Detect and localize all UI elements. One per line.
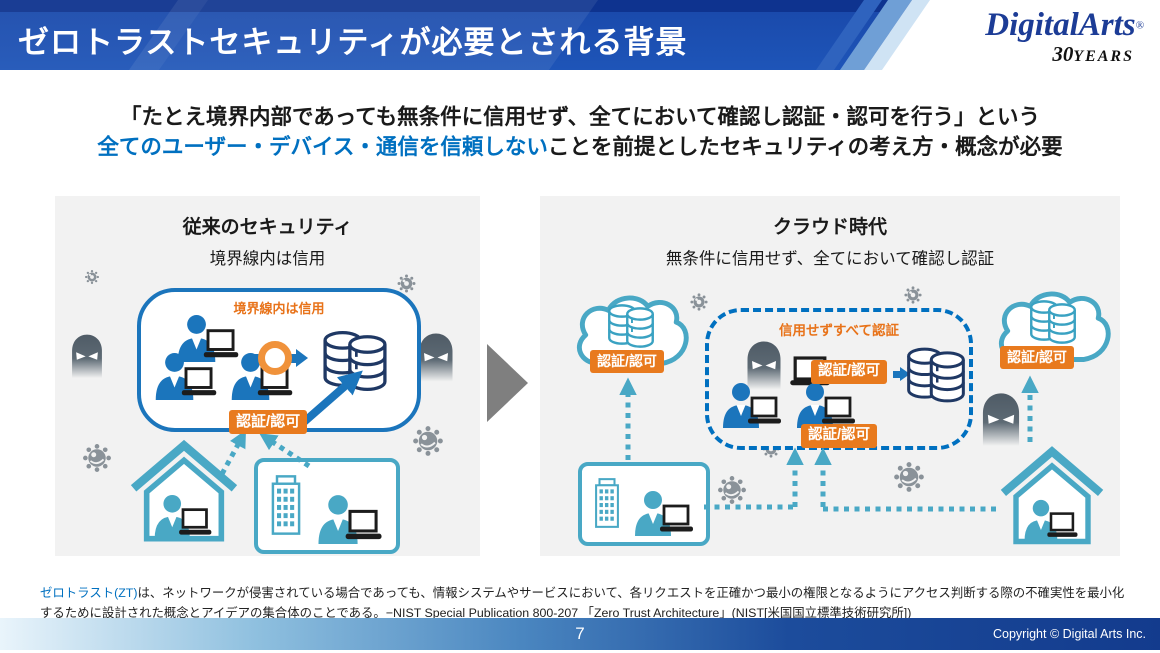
auth-label: 認証/認可 <box>811 360 888 384</box>
user-laptop-icon <box>1022 499 1080 541</box>
zero-trust-zone-box: 信用せずすべて認証 認証/認可 認証/認可 <box>705 308 973 450</box>
user-laptop-icon <box>153 352 219 400</box>
left-panel-title: 従来のセキュリティ <box>182 217 353 238</box>
footnote-term: ゼロトラスト(ZT) <box>40 586 138 601</box>
zone-note: 信用せずすべて認証 <box>778 323 899 338</box>
virus-icon <box>892 460 926 494</box>
logo-brand-text: DigitalArts <box>985 7 1136 43</box>
office-location <box>578 462 710 546</box>
home-location <box>128 436 240 548</box>
database-icon <box>311 328 399 394</box>
gear-icon <box>83 268 101 286</box>
user-laptop-icon <box>795 382 857 428</box>
database-icon <box>601 302 661 350</box>
header-bar: DigitalArts® 30YEARS ゼロトラストセキュリティが必要とされる… <box>0 0 1160 70</box>
registered-mark: ® <box>1135 19 1144 32</box>
virus-icon <box>716 474 748 506</box>
right-panel-title: クラウド時代 <box>772 217 887 238</box>
hacker-icon <box>68 331 106 379</box>
left-panel-subtitle: 境界線内は信用 <box>209 250 326 268</box>
panel-cloud-era: クラウド時代 無条件に信用せず、全てにおいて確認し認証 信用せずすべて認証 認証… <box>540 196 1120 556</box>
user-laptop-icon <box>152 494 214 539</box>
gear-icon <box>902 284 924 306</box>
virus-icon <box>81 442 113 474</box>
hacker-icon <box>415 330 457 382</box>
trusted-perimeter-box: 境界線内は信用 認証/認可 <box>137 288 421 435</box>
footer-bar: 7 Copyright © Digital Arts Inc. <box>0 618 1160 650</box>
access-arrow <box>893 367 910 381</box>
logo-brand-line: DigitalArts® <box>985 9 1144 42</box>
building-icon <box>592 474 622 532</box>
panel-traditional-security: 従来のセキュリティ 境界線内は信用 境界線内は信用 認証/認可 <box>55 196 480 556</box>
user-laptop-icon <box>632 490 696 536</box>
perimeter-note: 境界線内は信用 <box>233 301 325 316</box>
auth-label: 認証/認可 <box>229 410 308 435</box>
building-icon <box>268 472 304 538</box>
logo-anniversary: 30YEARS <box>1052 42 1134 66</box>
user-laptop-icon <box>316 494 384 544</box>
footnote-body: は、ネットワークが侵害されている場合であっても、情報システムやサービスにおいて、… <box>40 586 1125 621</box>
statement-line2: 全てのユーザー・デバイス・通信を信頼しないことを前提としたセキュリティの考え方・… <box>0 132 1160 162</box>
checkpoint-ring-icon <box>258 341 292 375</box>
page-number: 7 <box>575 624 585 643</box>
office-location <box>254 458 400 554</box>
auth-label: 認証/認可 <box>1000 346 1074 369</box>
logo-area: DigitalArts® 30YEARS <box>882 0 1160 70</box>
database-icon <box>903 344 969 406</box>
page-title: ゼロトラストセキュリティが必要とされる背景 <box>18 25 688 60</box>
hacker-icon <box>978 390 1024 446</box>
virus-icon <box>411 424 445 458</box>
database-icon <box>1023 298 1083 346</box>
key-statement: 「たとえ境界内部であっても無条件に信用せず、全てにおいて確認し認証・認可を行う」… <box>0 102 1160 162</box>
statement-line1: 「たとえ境界内部であっても無条件に信用せず、全てにおいて確認し認証・認可を行う」… <box>120 105 1040 129</box>
right-panel-subtitle: 無条件に信用せず、全てにおいて確認し認証 <box>665 250 995 268</box>
statement-rest: ことを前提としたセキュリティの考え方・概念が必要 <box>547 135 1063 159</box>
auth-label: 認証/認可 <box>590 350 664 373</box>
user-laptop-icon <box>721 382 783 428</box>
home-location <box>998 446 1106 548</box>
statement-highlight: 全てのユーザー・デバイス・通信を信頼しない <box>97 135 548 159</box>
auth-label: 認証/認可 <box>801 424 878 448</box>
transition-arrow-icon <box>487 344 528 422</box>
footnote: ゼロトラスト(ZT)は、ネットワークが侵害されている場合であっても、情報システム… <box>40 584 1126 624</box>
digital-arts-logo: DigitalArts® 30YEARS <box>985 9 1144 65</box>
copyright-text: Copyright © Digital Arts Inc. <box>992 627 1146 641</box>
